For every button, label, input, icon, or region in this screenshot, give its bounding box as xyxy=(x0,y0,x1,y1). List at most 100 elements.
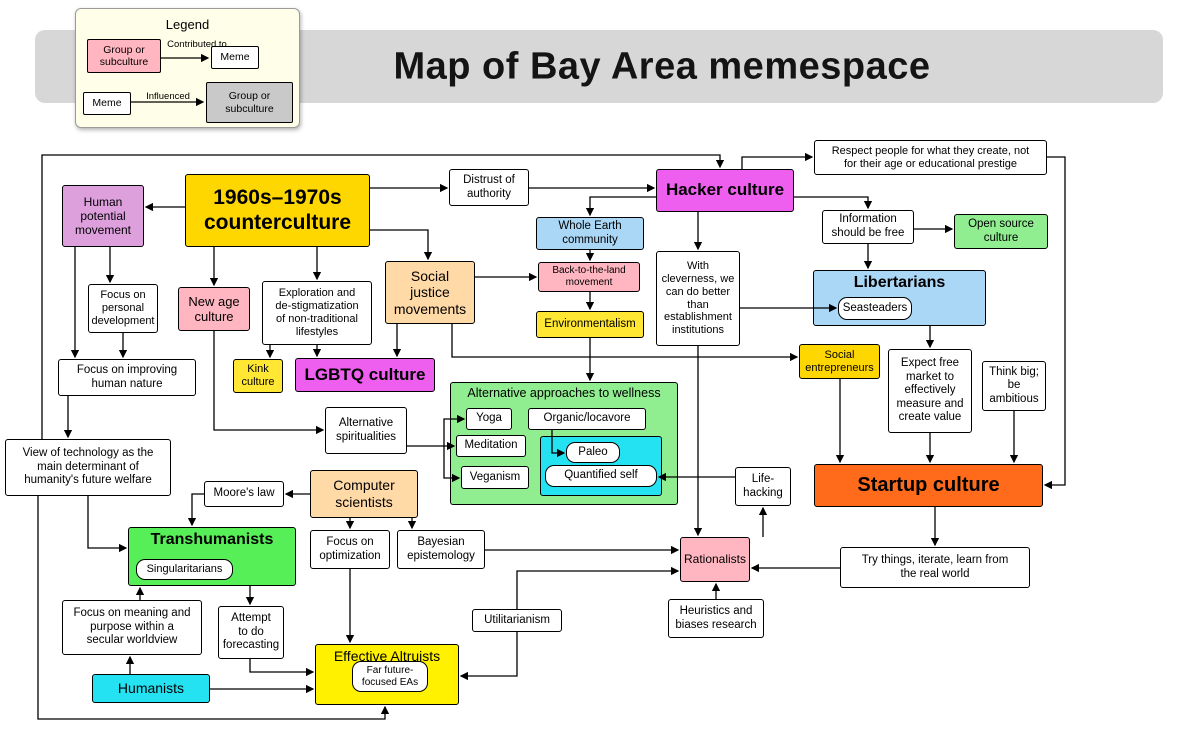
social-justice-movements: Social justice movements xyxy=(385,261,475,324)
transhumanists-label: Transhumanists xyxy=(150,531,274,548)
focus-on-improving-human-nature: Focus on improving human nature xyxy=(58,359,196,396)
think-big-be-ambitious-label: Think big; be ambitious xyxy=(989,365,1039,405)
bayesian-epistemology-label: Bayesian epistemology xyxy=(407,535,475,562)
moores-law: Moore's law xyxy=(204,481,284,507)
distrust-of-authority: Distrust of authority xyxy=(449,169,529,206)
expect-free-market: Expect free market to effectively measur… xyxy=(888,349,972,433)
life-hacking-label: Life- hacking xyxy=(743,472,783,499)
whole-earth-community-label: Whole Earth community xyxy=(558,219,622,246)
humanists-label: Humanists xyxy=(117,680,185,697)
with-cleverness-label: With cleverness, we can do better than e… xyxy=(661,259,735,337)
veganism: Veganism xyxy=(461,466,529,489)
legend-title: Legend xyxy=(165,17,210,32)
legend-contributed-label: Contributed to xyxy=(167,39,227,50)
rationalists: Rationalists xyxy=(680,537,750,582)
alternative-spiritualities: Alternative spiritualities xyxy=(325,407,407,454)
attempt-to-do-forecasting: Attempt to do forecasting xyxy=(218,606,284,659)
back-to-the-land-movement-label: Back-to-the-land movement xyxy=(552,265,626,288)
information-should-be-free-label: Information should be free xyxy=(831,213,905,239)
computer-scientists-label: Computer scientists xyxy=(333,477,395,510)
startup-culture-label: Startup culture xyxy=(857,473,1000,496)
alternative-wellness-label: Alternative approaches to wellness xyxy=(467,386,661,400)
legend-panel: Legend Group or subculture Meme Contribu… xyxy=(75,8,300,128)
life-hacking: Life- hacking xyxy=(735,467,791,506)
seasteaders-label: Seasteaders xyxy=(842,301,908,314)
humanists: Humanists xyxy=(92,674,210,703)
legend-group-box-2: Group or subculture xyxy=(206,82,293,123)
paleo: Paleo xyxy=(566,442,620,463)
legend-meme-box-2: Meme xyxy=(83,92,131,115)
meditation-label: Meditation xyxy=(464,439,518,452)
try-things-iterate: Try things, iterate, learn from the real… xyxy=(840,547,1030,588)
kink-culture-label: Kink culture xyxy=(241,363,275,388)
focus-on-optimization: Focus on optimization xyxy=(310,530,390,569)
rationalists-label: Rationalists xyxy=(683,552,747,567)
legend-meme-box: Meme xyxy=(211,46,259,69)
social-entrepreneurs: Social entrepreneurs xyxy=(799,344,880,379)
view-of-technology: View of technology as the main determina… xyxy=(5,439,171,496)
hacker-culture-label: Hacker culture xyxy=(665,180,785,200)
yoga-label: Yoga xyxy=(476,412,502,425)
startup-culture: Startup culture xyxy=(814,464,1043,507)
quantified-self-label: Quantified self xyxy=(564,469,638,482)
attempt-to-do-forecasting-label: Attempt to do forecasting xyxy=(222,612,280,652)
counterculture-label: 1960s–1970s counterculture xyxy=(203,185,352,234)
with-cleverness: With cleverness, we can do better than e… xyxy=(656,251,740,346)
seasteaders: Seasteaders xyxy=(838,297,912,320)
far-future-focused-eas-label: Far future- focused EAs xyxy=(361,664,419,688)
information-should-be-free: Information should be free xyxy=(822,210,914,244)
yoga: Yoga xyxy=(466,408,512,430)
social-entrepreneurs-label: Social entrepreneurs xyxy=(805,348,874,374)
heuristics-and-biases: Heuristics and biases research xyxy=(668,599,764,638)
exploration-destigmatization-label: Exploration and de-stigmatization of non… xyxy=(275,287,359,338)
social-justice-movements-label: Social justice movements xyxy=(393,267,467,317)
focus-on-personal-development-label: Focus on personal development xyxy=(91,289,155,327)
open-source-culture: Open source culture xyxy=(954,214,1048,249)
counterculture: 1960s–1970s counterculture xyxy=(185,174,370,247)
page-title: Map of Bay Area memespace xyxy=(393,45,931,88)
lgbtq-culture: LGBTQ culture xyxy=(295,358,435,392)
heuristics-and-biases-label: Heuristics and biases research xyxy=(675,604,757,631)
respect-people: Respect people for what they create, not… xyxy=(814,140,1047,175)
far-future-focused-eas: Far future- focused EAs xyxy=(352,661,428,692)
environmentalism-label: Environmentalism xyxy=(544,317,636,330)
organic-locavore: Organic/locavore xyxy=(528,408,646,430)
view-of-technology-label: View of technology as the main determina… xyxy=(22,447,154,487)
legend-influenced-label: Influenced xyxy=(146,91,190,102)
libertarians-label: Libertarians xyxy=(853,274,946,291)
think-big-be-ambitious: Think big; be ambitious xyxy=(982,361,1046,411)
focus-on-optimization-label: Focus on optimization xyxy=(319,535,381,562)
focus-on-improving-human-nature-label: Focus on improving human nature xyxy=(76,363,178,390)
bayesian-epistemology: Bayesian epistemology xyxy=(397,530,485,569)
focus-on-meaning: Focus on meaning and purpose within a se… xyxy=(62,600,202,655)
lgbtq-culture-label: LGBTQ culture xyxy=(304,364,426,384)
whole-earth-community: Whole Earth community xyxy=(536,217,644,250)
focus-on-personal-development: Focus on personal development xyxy=(88,284,158,333)
open-source-culture-label: Open source culture xyxy=(968,217,1034,244)
utilitarianism-label: Utilitarianism xyxy=(484,613,550,626)
new-age-culture: New age culture xyxy=(178,287,250,331)
environmentalism: Environmentalism xyxy=(536,311,644,338)
exploration-destigmatization: Exploration and de-stigmatization of non… xyxy=(262,281,372,345)
human-potential-movement-label: Human potential movement xyxy=(74,194,132,238)
legend-group-box: Group or subculture xyxy=(87,39,161,73)
moores-law-label: Moore's law xyxy=(213,487,275,500)
try-things-iterate-label: Try things, iterate, learn from the real… xyxy=(861,553,1009,580)
singularitarians: Singularitarians xyxy=(136,559,233,580)
respect-people-label: Respect people for what they create, not… xyxy=(831,144,1030,170)
distrust-of-authority-label: Distrust of authority xyxy=(463,173,515,200)
new-age-culture-label: New age culture xyxy=(188,293,240,324)
kink-culture: Kink culture xyxy=(233,359,283,393)
singularitarians-label: Singularitarians xyxy=(146,563,223,576)
focus-on-meaning-label: Focus on meaning and purpose within a se… xyxy=(73,607,191,647)
human-potential-movement: Human potential movement xyxy=(62,185,144,247)
veganism-label: Veganism xyxy=(469,470,521,483)
back-to-the-land-movement: Back-to-the-land movement xyxy=(538,262,640,292)
utilitarianism: Utilitarianism xyxy=(472,609,562,632)
hacker-culture: Hacker culture xyxy=(656,169,794,212)
alternative-spiritualities-label: Alternative spiritualities xyxy=(335,416,397,443)
meditation: Meditation xyxy=(456,435,526,457)
expect-free-market-label: Expect free market to effectively measur… xyxy=(896,357,964,424)
